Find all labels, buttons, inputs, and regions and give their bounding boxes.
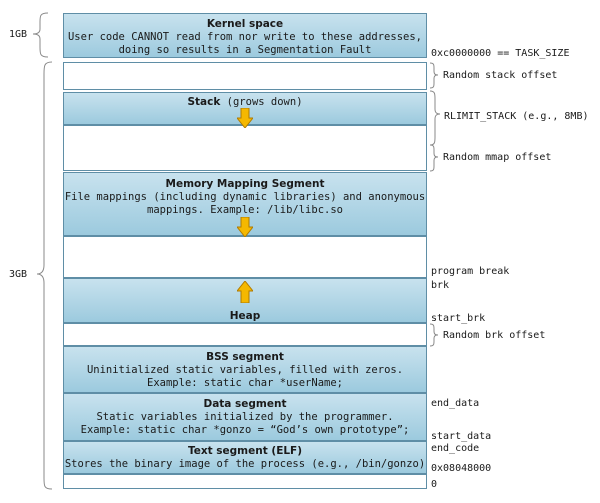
text-segment-desc-line1: Stores the binary image of the process (… [64,458,426,470]
start-brk-label: start_brk [431,313,486,324]
left-brace-1gb [32,12,49,58]
right-brace-random-brk [429,323,439,347]
kernel-space-desc-line2: doing so results in a Segmentation Fault [118,44,372,56]
heap-arrow-up-icon [237,281,253,303]
random-stack-offset-gap [63,62,427,90]
bss-segment: BSS segment Uninitialized static variabl… [63,346,427,393]
right-brace-random-mmap [429,144,439,172]
right-brace-random-stack [429,62,439,89]
data-segment: Data segment Static variables initialize… [63,393,427,441]
random-mmap-offset-gap [63,125,427,171]
text-segment: Text segment (ELF) Stores the binary ima… [63,441,427,474]
rlimit-stack-label: RLIMIT_STACK (e.g., 8MB) [444,111,589,122]
start-data-label: start_data [431,431,492,442]
mmap-arrow-down-icon [237,217,253,237]
bss-desc-line2: Example: static char *userName; [147,377,343,389]
memory-mapping-desc-line2: mappings. Example: /lib/libc.so [147,204,343,216]
right-brace-rlimit [429,90,441,146]
memory-mapping-title: Memory Mapping Segment [165,178,325,190]
kernel-space-title: Kernel space [206,18,284,30]
random-mmap-offset-label: Random mmap offset [443,152,552,163]
task-size-label: 0xc0000000 == TASK_SIZE [431,48,570,59]
random-brk-offset-label: Random brk offset [443,330,546,341]
zero-address-label: 0 [431,479,438,490]
bss-desc-line1: Uninitialized static variables, filled w… [86,364,404,376]
stack-suffix: (grows down) [220,96,303,108]
stack-title: Stack [187,96,221,108]
reserved-low-gap [63,474,427,489]
data-segment-desc-line1: Static variables initialized by the prog… [96,411,394,423]
text-start-address-label: 0x08048000 [431,463,492,474]
end-data-label: end_data [431,398,480,409]
user-size-label: 3GB [9,269,28,280]
kernel-space-segment: Kernel space User code CANNOT read from … [63,13,427,58]
data-segment-desc-line2: Example: static char *gonzo = “God’s own… [80,424,410,436]
memory-mapping-desc-line1: File mappings (including dynamic librari… [64,191,426,203]
random-brk-offset-gap [63,323,427,346]
program-break-label: program break [431,266,510,277]
bss-title: BSS segment [206,351,284,363]
text-segment-title: Text segment (ELF) [187,445,303,457]
stack-arrow-down-icon [237,108,253,128]
data-segment-title: Data segment [203,398,287,410]
kernel-size-label: 1GB [9,29,28,40]
end-code-label: end_code [431,443,480,454]
unmapped-gap [63,236,427,278]
heap-title: Heap [229,310,261,322]
left-brace-3gb [36,61,53,490]
brk-label: brk [431,280,450,291]
random-stack-offset-label: Random stack offset [443,70,558,81]
kernel-space-desc-line1: User code CANNOT read from nor write to … [67,31,422,43]
